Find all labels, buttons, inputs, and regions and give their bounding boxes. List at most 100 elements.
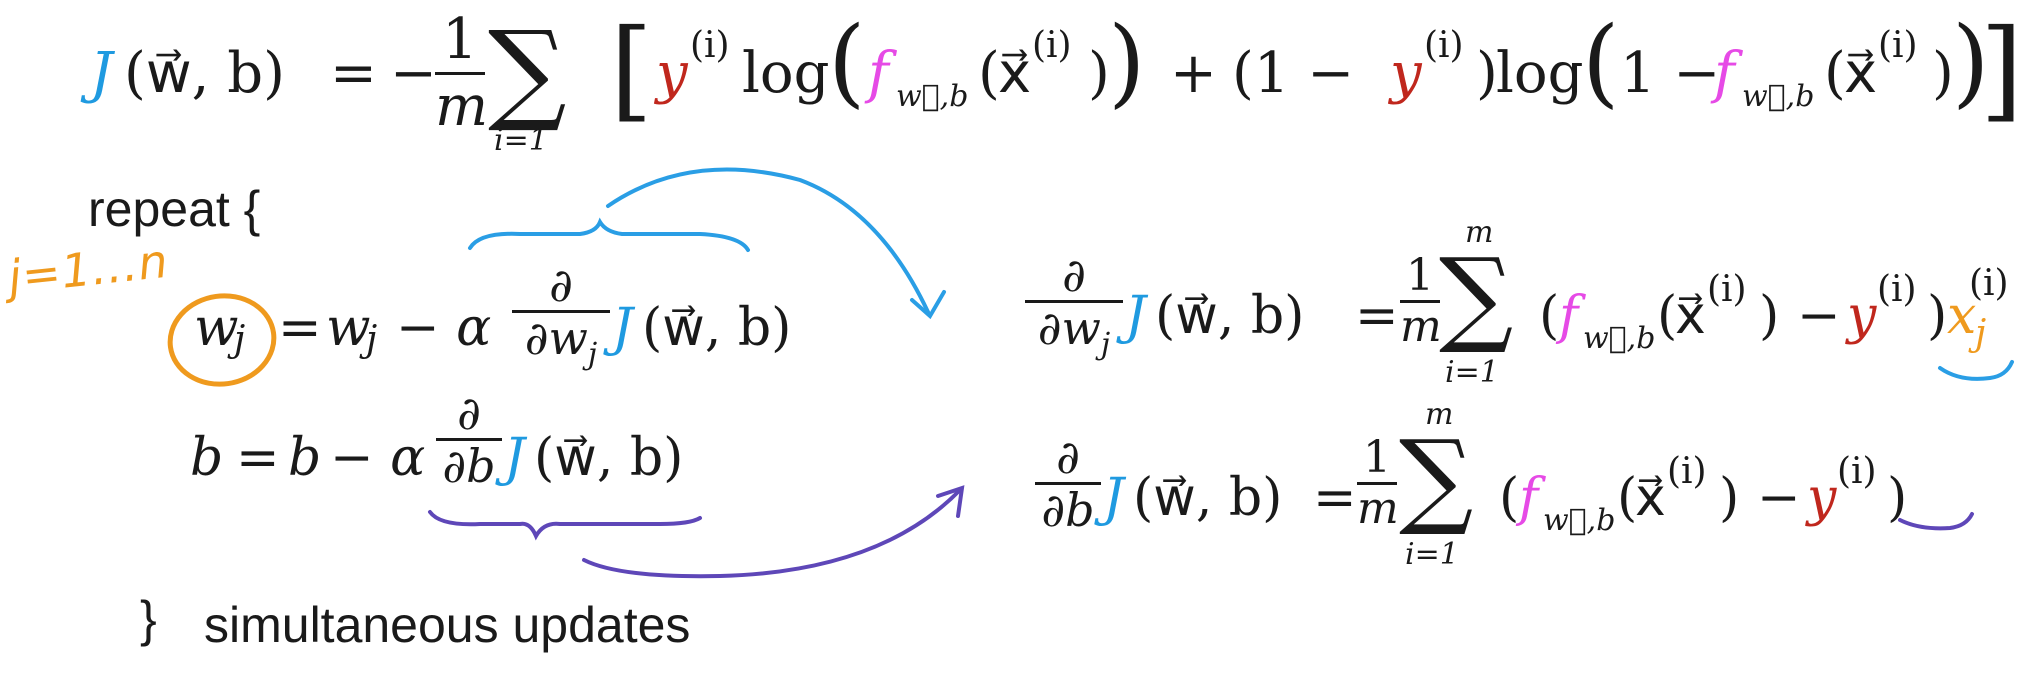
cost-plus: + [1170, 41, 1217, 106]
update-w-equation: w j = w j − α ∂ ∂wj J (w⃗, b) [190, 262, 791, 390]
cost-x-2: x⃗ [1844, 41, 1878, 106]
update-w-frac-num: ∂ [549, 258, 573, 312]
deriv-b-sum: ∑ [1399, 417, 1474, 539]
deriv-w-sum-upper: m [1465, 215, 1494, 250]
deriv-w-xj-sub: j [1975, 313, 1987, 354]
cost-y-2-sup: (i) [1424, 25, 1464, 66]
deriv-w-sum: ∑ [1439, 235, 1514, 357]
deriv-b-x: x⃗ [1635, 468, 1666, 528]
deriv-w-frac-num: ∂ [1062, 248, 1086, 302]
deriv-w-one-over-m: 1 m [1400, 250, 1442, 352]
update-b-J: J [504, 428, 525, 488]
deriv-b-one: 1 [1363, 432, 1391, 483]
deriv-b-close: ) [1887, 468, 1908, 528]
cost-f-1-arg-open: ( [978, 41, 1000, 106]
deriv-b-y: y [1807, 468, 1837, 528]
update-b-equation: b = b − α ∂ ∂b J (w⃗, b) [190, 390, 710, 520]
update-w-eq: = [278, 298, 322, 358]
deriv-b-f-sub: w⃗,b [1543, 503, 1616, 538]
cost-open-bracket: [ [610, 5, 653, 133]
simultaneous-updates-note: simultaneous updates [204, 597, 691, 653]
deriv-w-close: ) [1927, 286, 1948, 346]
cost-frac-den: m [435, 74, 489, 139]
update-b-lhs: b [190, 428, 224, 488]
cost-y-2: y [1390, 41, 1422, 106]
deriv-w-sum-lower: i=1 [1445, 355, 1499, 390]
deriv-w-f-arg-open: ( [1657, 286, 1678, 346]
deriv-b-y-sup: (i) [1837, 451, 1877, 492]
cost-J-symbol: J [90, 41, 113, 106]
cost-y-2-close: ) [1476, 41, 1498, 106]
cost-y-1: y [656, 41, 688, 106]
repeat-close-brace: } [140, 591, 157, 647]
update-w-rhs-sub: j [366, 319, 378, 360]
repeat-keyword: repeat { [88, 181, 261, 237]
deriv-w-y: y [1847, 286, 1877, 346]
update-w-lhs-sub: j [234, 319, 246, 360]
deriv-w-one: 1 [1406, 250, 1434, 301]
deriv-w-x-sup: (i) [1707, 269, 1747, 310]
cost-y-1-sup: (i) [690, 25, 730, 66]
cost-x-2-sup: (i) [1878, 25, 1918, 66]
purple-arrowhead [936, 485, 965, 518]
deriv-w-m: m [1400, 301, 1442, 352]
update-w-rhs: w [326, 298, 371, 358]
deriv-w-eq: = [1355, 286, 1399, 346]
cost-log-2: log [1496, 41, 1584, 106]
blue-arrowhead [910, 290, 946, 320]
cost-log-1-close-paren: ) [1108, 6, 1146, 118]
blue-brace-over-w-gradient [468, 217, 750, 252]
cost-f-2: f [1714, 41, 1735, 106]
deriv-b-one-over-m: 1 m [1357, 432, 1399, 534]
cost-sum-symbol: ∑ [488, 7, 567, 135]
cost-x-1-sup: (i) [1032, 25, 1072, 66]
update-w-lhs: w [194, 298, 239, 358]
cost-close-bracket: ] [1980, 5, 2023, 133]
cost-log-1-open-paren: ( [828, 6, 866, 118]
update-b-eq: = [236, 428, 280, 488]
deriv-w-fraction: ∂ ∂wj [1025, 252, 1123, 360]
cost-frac-num: 1 [442, 7, 478, 72]
deriv-b-args: (w⃗, b) [1133, 468, 1283, 528]
cost-f-2-arg-close: ) [1932, 41, 1954, 106]
cost-equals: = [330, 41, 377, 106]
deriv-b-sum-lower: i=1 [1405, 537, 1459, 572]
deriv-w-minus: − [1797, 286, 1841, 346]
deriv-b-f-arg-open: ( [1617, 468, 1638, 528]
deriv-b-frac-num: ∂ [1056, 430, 1080, 484]
update-w-J: J [612, 298, 633, 358]
deriv-b-f-arg-close: ) [1719, 468, 1740, 528]
deriv-b-open: ( [1499, 468, 1520, 528]
deriv-b-x-sup: (i) [1667, 451, 1707, 492]
cost-f-2-sub: w⃗,b [1742, 79, 1815, 114]
cost-args: (w⃗, b) [124, 41, 285, 106]
cost-f-2-arg-open: ( [1824, 41, 1846, 106]
deriv-b-minus: − [1757, 468, 1801, 528]
cost-log-2-close-paren: ) [1952, 6, 1990, 118]
deriv-w-f: f [1559, 286, 1579, 346]
cost-log-1: log [742, 41, 830, 106]
derivative-b-equation: ∂ ∂b J (w⃗, b) = 1 m m ∑ i=1 ( f w⃗,b ( … [1035, 400, 1975, 582]
update-b-fraction: ∂ ∂b [436, 390, 502, 489]
cost-sum-lower: i=1 [494, 123, 548, 158]
deriv-w-xj-sup: (i) [1969, 263, 2009, 304]
deriv-b-fraction: ∂ ∂b [1035, 434, 1101, 533]
cost-minus: − [390, 41, 437, 106]
update-w-args: (w⃗, b) [642, 298, 792, 358]
cost-log-2-open-paren: ( [1582, 6, 1620, 118]
deriv-b-m: m [1357, 483, 1399, 534]
update-w-fraction: ∂ ∂wj [512, 262, 610, 370]
update-w-minus-alpha: − α [396, 298, 492, 358]
deriv-w-f-sub: w⃗,b [1583, 321, 1656, 356]
update-b-frac-den: ∂b [442, 439, 496, 493]
update-b-rhs: b [288, 428, 322, 488]
cost-x-1: x⃗ [998, 41, 1032, 106]
cost-f-1-sub: w⃗,b [896, 79, 969, 114]
deriv-b-frac-den: ∂b [1041, 483, 1095, 537]
update-w-frac-den: ∂wj [524, 311, 598, 373]
derivative-w-equation: ∂ ∂wj J (w⃗, b) = 1 m m ∑ i=1 ( f w⃗,b (… [1025, 218, 2015, 400]
deriv-w-open: ( [1539, 286, 1560, 346]
deriv-b-sum-upper: m [1425, 397, 1454, 432]
cost-log-2-one-minus: 1 − [1620, 41, 1721, 106]
deriv-w-xj: x [1947, 286, 1977, 346]
